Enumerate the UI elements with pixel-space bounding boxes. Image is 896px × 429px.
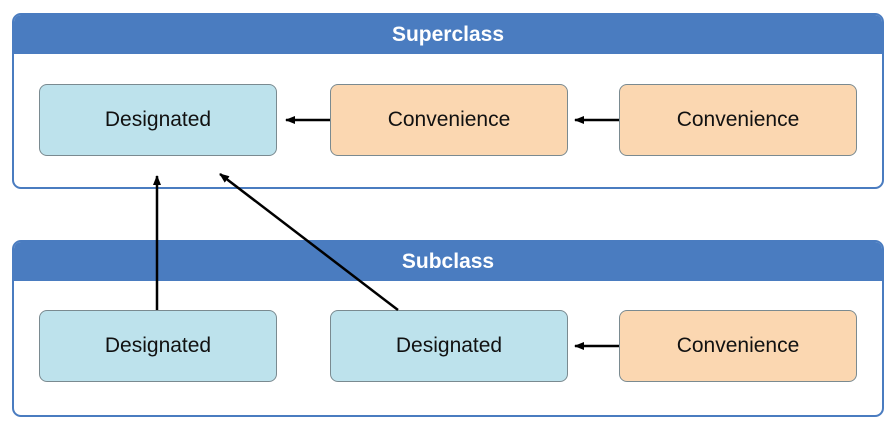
superclass-convenience-box-1: Convenience	[330, 84, 568, 156]
superclass-title: Superclass	[14, 15, 882, 54]
subclass-designated-box-2: Designated	[330, 310, 568, 382]
subclass-title: Subclass	[14, 242, 882, 281]
subclass-designated-box-1: Designated	[39, 310, 277, 382]
superclass-designated-box: Designated	[39, 84, 277, 156]
subclass-convenience-box: Convenience	[619, 310, 857, 382]
superclass-convenience-box-2: Convenience	[619, 84, 857, 156]
